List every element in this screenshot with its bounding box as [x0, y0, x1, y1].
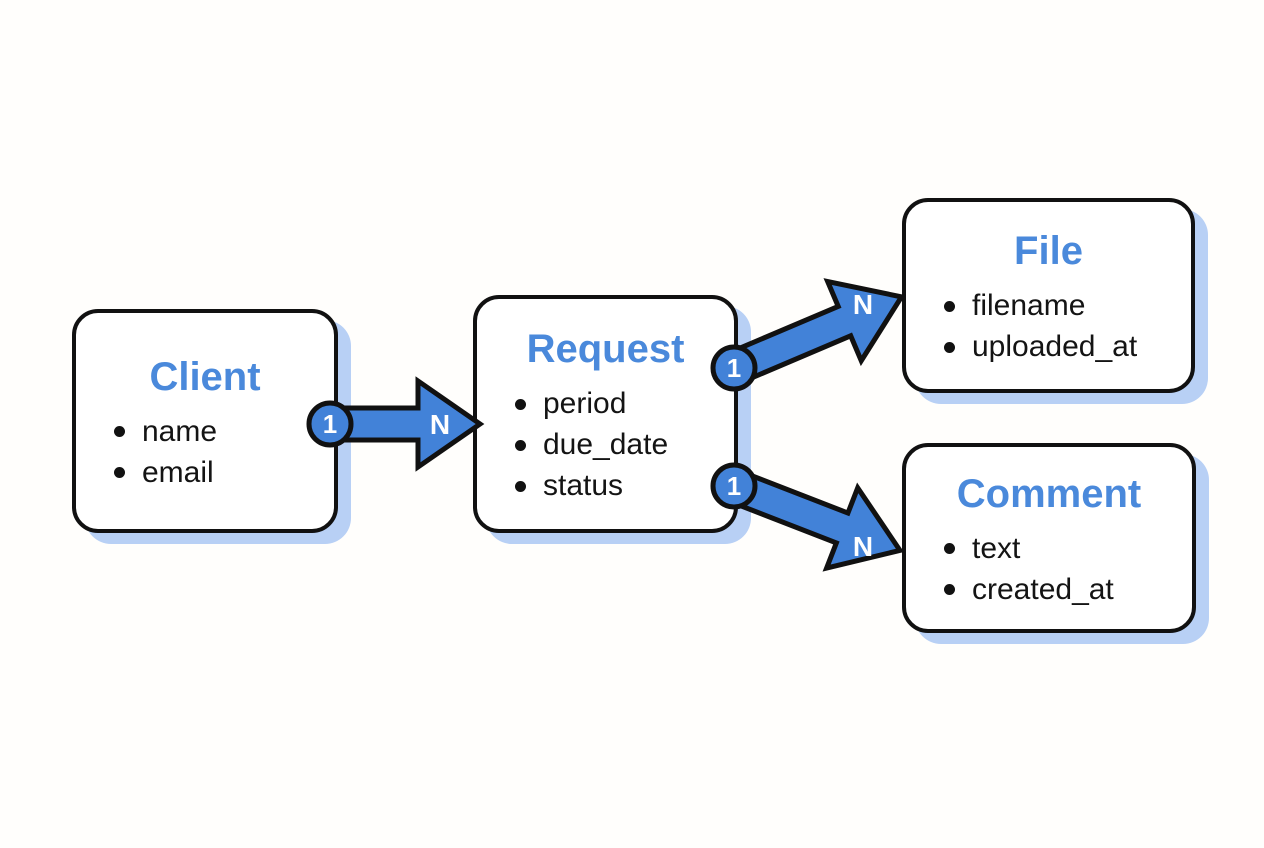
field-item: name	[114, 415, 334, 449]
field-item: due_date	[515, 428, 734, 462]
arrow-request-to-file: 1 N	[710, 278, 906, 392]
cardinality-n-label: N	[853, 531, 873, 562]
bullet-icon	[944, 543, 955, 554]
arrow-request-to-comment: 1 N	[710, 462, 905, 572]
field-label: text	[972, 531, 1021, 565]
arrow-shape-icon	[327, 376, 485, 472]
bullet-icon	[944, 341, 955, 353]
arrow-shape-icon	[724, 467, 905, 572]
arrow-shape-icon	[724, 278, 906, 387]
field-item: created_at	[944, 573, 1192, 607]
entity-client-title: Client	[149, 354, 261, 399]
field-item: filename	[944, 289, 1191, 323]
field-label: email	[142, 455, 214, 489]
bullet-icon	[944, 300, 955, 312]
field-label: created_at	[972, 572, 1114, 606]
bullet-icon	[944, 584, 955, 595]
cardinality-n-label: N	[853, 289, 873, 320]
bullet-icon	[114, 467, 125, 478]
entity-request-title: Request	[526, 327, 685, 371]
entity-comment-title: Comment	[956, 471, 1142, 516]
entity-file-fields: filename uploaded_at	[906, 289, 1191, 364]
field-item: email	[114, 456, 334, 490]
bullet-icon	[515, 439, 526, 451]
entity-file: File filename uploaded_at	[902, 198, 1195, 393]
field-label: status	[543, 469, 624, 502]
field-item: text	[944, 532, 1192, 566]
field-item: uploaded_at	[944, 330, 1191, 364]
entity-request-fields: period due_date status	[477, 387, 734, 503]
field-label: name	[142, 414, 218, 448]
field-item: period	[515, 387, 734, 421]
bullet-icon	[515, 398, 526, 410]
bullet-icon	[515, 480, 526, 492]
bullet-icon	[114, 426, 125, 437]
field-item: status	[515, 469, 734, 503]
entity-request: Request period due_date status	[473, 295, 738, 533]
entity-comment: Comment text created_at	[902, 443, 1196, 633]
entity-client-fields: name email	[76, 415, 334, 490]
cardinality-n-label: N	[430, 409, 450, 440]
entity-comment-fields: text created_at	[906, 532, 1192, 607]
entity-client: Client name email	[72, 309, 338, 533]
field-label: uploaded_at	[972, 330, 1138, 363]
field-label: due_date	[543, 428, 669, 461]
entity-file-title: File	[1014, 229, 1083, 273]
field-label: period	[543, 387, 627, 420]
field-label: filename	[972, 289, 1086, 322]
